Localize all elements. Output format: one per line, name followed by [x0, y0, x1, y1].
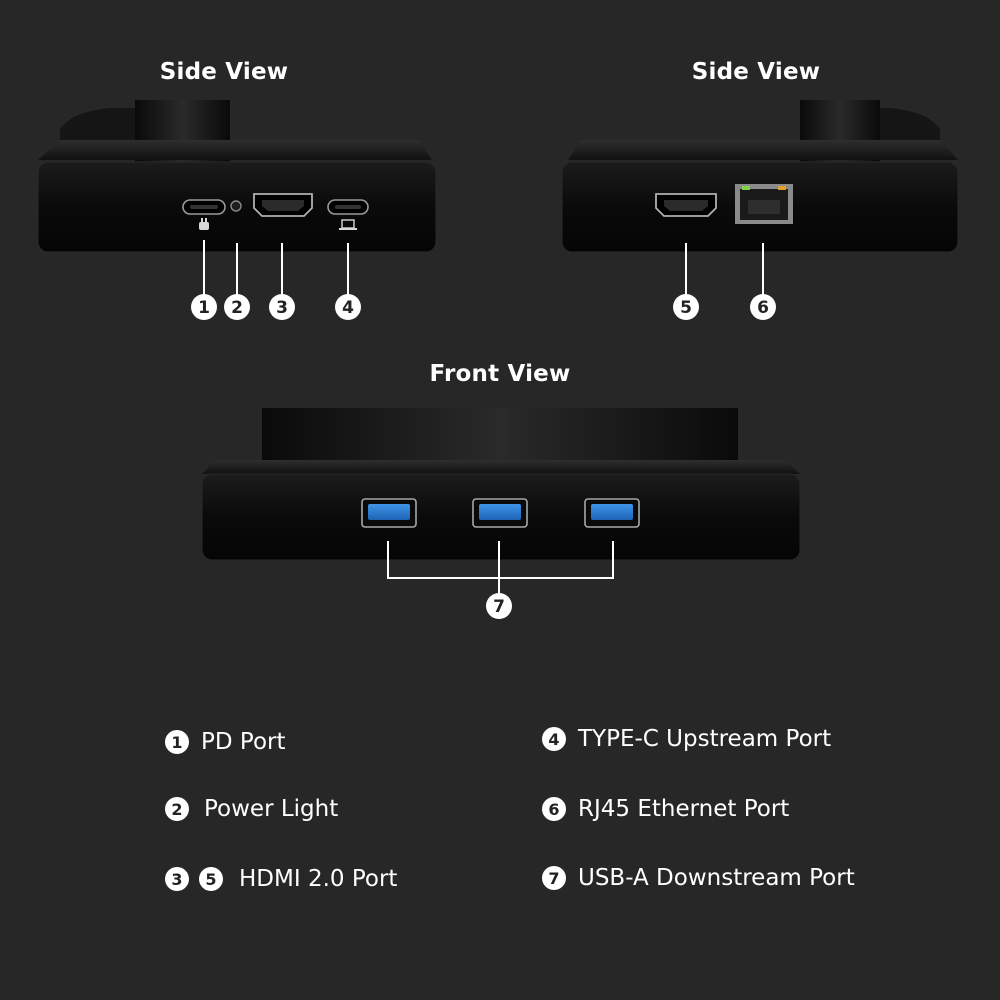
svg-text:1: 1: [198, 298, 210, 318]
legend-number-badge: 3: [165, 867, 189, 891]
legend-number-badge: 5: [199, 867, 223, 891]
rj45-activity-led: [778, 186, 786, 190]
right-side-view-title: Side View: [691, 59, 821, 85]
legend-item-power-light: 2 Power Light: [165, 794, 338, 824]
callout-6: 6: [750, 294, 776, 320]
legend-item-rj45-ethernet: 6 RJ45 Ethernet Port: [542, 794, 789, 824]
usb-a-port-3: [584, 498, 640, 528]
usb-a-port-2: [472, 498, 528, 528]
legend-label: Power Light: [204, 796, 339, 822]
type-c-upstream-port: [327, 199, 369, 215]
legend-label: HDMI 2.0 Port: [239, 866, 398, 892]
legend-number-badge: 7: [542, 866, 566, 890]
right-side-device: [561, 100, 959, 253]
power-plug-icon: [199, 218, 209, 230]
laptop-icon: [339, 219, 357, 230]
callout-2: 2: [224, 294, 250, 320]
callout-1: 1: [191, 294, 217, 320]
callout-5: 5: [673, 294, 699, 320]
legend-label: PD Port: [201, 729, 286, 755]
rj45-link-led: [742, 186, 750, 190]
hdmi-port-left: [253, 193, 313, 217]
legend-number-badge: 4: [542, 727, 566, 751]
callout-3: 3: [269, 294, 295, 320]
right-callout-lines: [685, 243, 764, 296]
legend-number-badge: 1: [165, 730, 189, 754]
legend-item-type-c-upstream: 4 TYPE-C Upstream Port: [542, 724, 831, 754]
callout-4: 4: [335, 294, 361, 320]
legend-label: TYPE-C Upstream Port: [578, 726, 832, 752]
left-callout-lines: [203, 240, 349, 296]
front-view-title: Front View: [429, 361, 571, 387]
left-side-view-title: Side View: [159, 59, 289, 85]
legend-label: USB-A Downstream Port: [578, 865, 855, 891]
svg-text:6: 6: [757, 298, 769, 318]
legend-number-badge: 6: [542, 797, 566, 821]
legend-item-hdmi-port: 3 5 HDMI 2.0 Port: [165, 864, 397, 894]
front-device: [201, 408, 801, 561]
callout-7: 7: [486, 593, 512, 619]
svg-text:4: 4: [342, 298, 354, 318]
left-side-device: [37, 100, 437, 253]
usb-a-port-1: [361, 498, 417, 528]
hdmi-port-right: [655, 193, 717, 217]
svg-text:3: 3: [276, 298, 288, 318]
front-callout-bracket: [387, 541, 614, 594]
pd-port: [182, 199, 226, 215]
rj45-ethernet-port: [735, 184, 793, 224]
power-light: [230, 200, 242, 212]
legend-label: RJ45 Ethernet Port: [578, 796, 790, 822]
legend-item-usb-a-downstream: 7 USB-A Downstream Port: [542, 863, 855, 893]
svg-text:2: 2: [231, 298, 243, 318]
legend-item-pd-port: 1 PD Port: [165, 727, 286, 757]
svg-text:5: 5: [680, 298, 692, 318]
svg-text:7: 7: [493, 597, 505, 617]
legend-number-badge: 2: [165, 797, 189, 821]
